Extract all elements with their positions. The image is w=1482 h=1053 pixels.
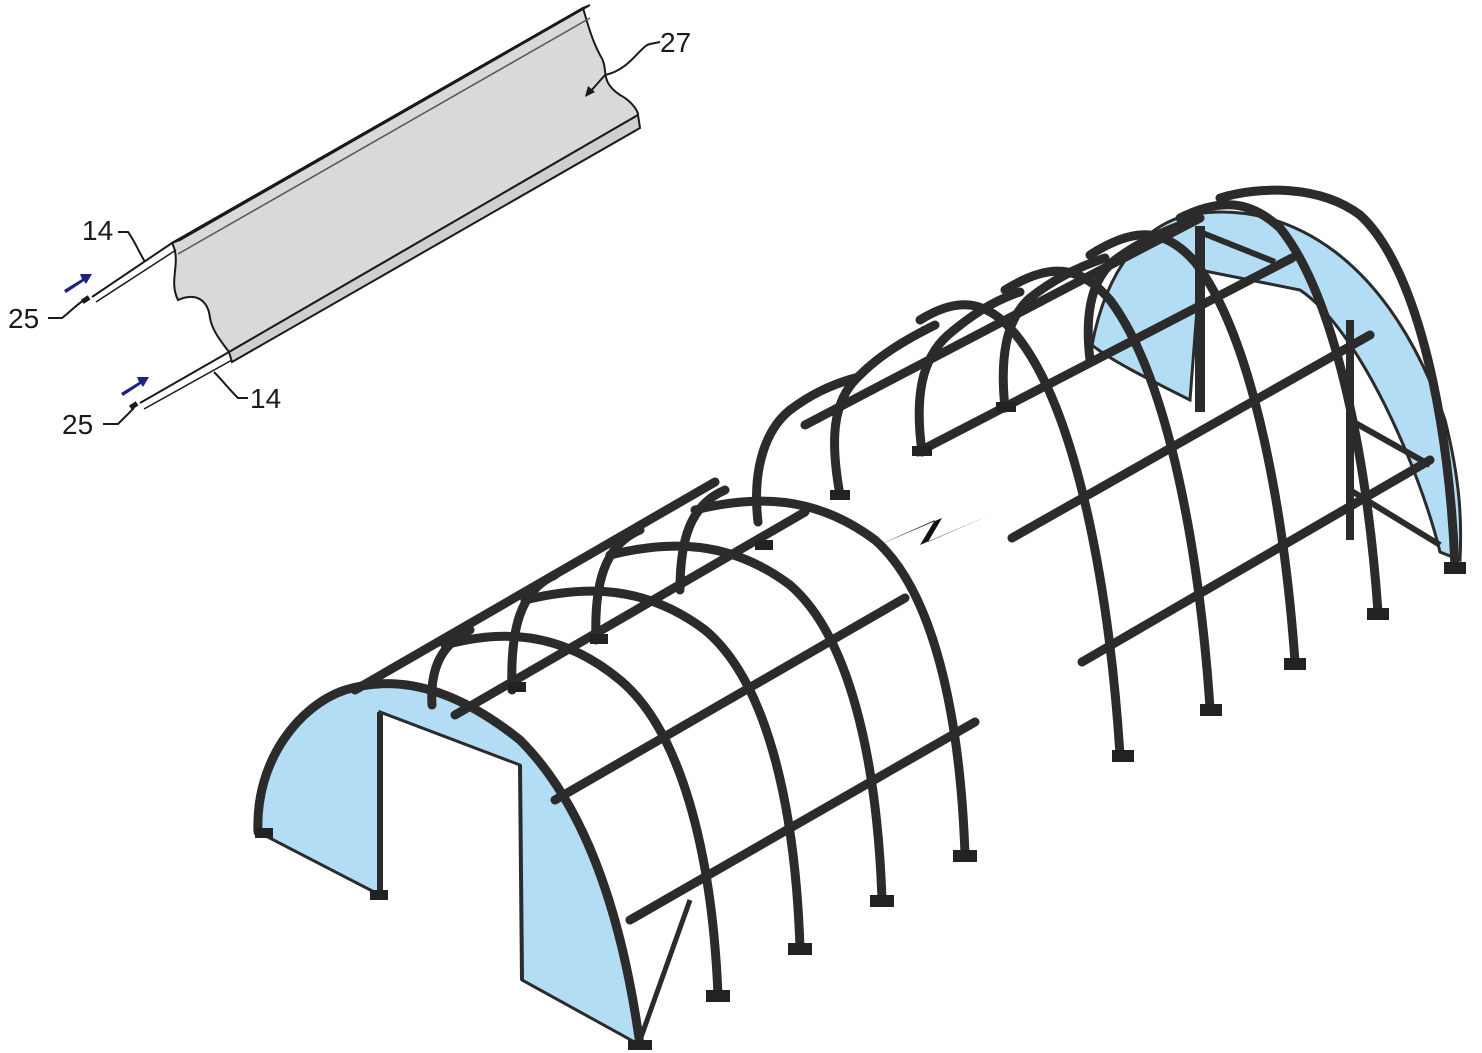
- rear-arch-3: [1085, 230, 1300, 667]
- front-diag-brace: [637, 899, 693, 1041]
- liner-top-fold: [177, 17, 591, 255]
- rear-purlin-3: [1077, 455, 1435, 667]
- front-mount-1: [508, 682, 526, 692]
- rear-foot-4: [1367, 608, 1389, 620]
- ref-label-27: 27: [660, 27, 691, 58]
- front-foot-2: [788, 943, 812, 955]
- shelter-front-section: [253, 477, 980, 1050]
- liner-panel: [170, 6, 640, 354]
- rear-foot-8: [996, 402, 1016, 412]
- rear-foot-3: [1284, 658, 1306, 670]
- front-foot-1: [706, 990, 730, 1002]
- front-door-post-right: [518, 764, 524, 981]
- port-top: [81, 295, 91, 304]
- front-foot-6: [370, 890, 388, 900]
- rear-foot-5: [1444, 562, 1466, 574]
- rear-door-top: [1198, 229, 1277, 265]
- rear-purlin-ridge: [800, 213, 1205, 430]
- leader-27-arrowhead: [585, 86, 595, 97]
- rear-foot-1: [1112, 750, 1134, 762]
- rear-foot-7: [912, 446, 932, 456]
- flow-arrow-icon-top: [64, 274, 92, 293]
- front-arch-4: [690, 496, 970, 860]
- rear-foot-2: [1200, 704, 1222, 716]
- front-purlin-1: [450, 507, 810, 720]
- front-foot-3: [870, 895, 894, 907]
- ref-label-25-bottom: 25: [62, 409, 93, 440]
- front-purlin-2: [550, 593, 910, 805]
- tube-top-inner: [95, 249, 177, 303]
- shelter-rear-section: [752, 185, 1466, 762]
- liner-bottom-edge: [227, 113, 642, 364]
- rear-purlin-2: [1007, 330, 1375, 543]
- ref-label-25-top: 25: [8, 303, 39, 334]
- ref-label-14-bottom: 14: [250, 383, 281, 414]
- front-foot-4: [953, 850, 977, 862]
- front-end-wall: [256, 682, 642, 1048]
- rear-brace-1: [1348, 417, 1432, 468]
- rear-arch-leg-0: [752, 373, 860, 527]
- leader-25-top: [48, 299, 85, 319]
- rear-door-frame: [1195, 226, 1205, 412]
- tube-bottom: [139, 351, 230, 404]
- front-arch-1: [440, 631, 723, 1000]
- rear-arch-leg-1: [830, 320, 940, 500]
- front-mount-3: [755, 540, 773, 550]
- rear-arch-4: [1175, 200, 1383, 617]
- rear-purlin-1: [913, 253, 1297, 457]
- liner-panel-detail: 27 14 14 25 25: [8, 4, 691, 440]
- front-foot-5: [628, 1040, 652, 1050]
- rear-arch-leg-2: [914, 287, 1025, 457]
- front-foot-7: [255, 828, 273, 838]
- leader-14-bottom: [213, 371, 248, 399]
- leader-27: [589, 41, 661, 93]
- zigzag-break-icon: [872, 514, 992, 548]
- front-arch-leg-4: [675, 485, 730, 595]
- rear-arch-5: [1215, 185, 1460, 573]
- flow-arrow-icon-bottom: [121, 377, 149, 396]
- port-bottom: [129, 401, 139, 410]
- tube-top: [91, 242, 173, 298]
- front-purlin-3: [625, 717, 980, 925]
- front-arch-leg-1: [427, 625, 475, 710]
- leader-14-top: [118, 231, 146, 263]
- front-purlin-ridge: [350, 477, 720, 695]
- front-mount-2: [590, 634, 608, 644]
- liner-top-edge: [171, 4, 591, 244]
- leader-25-bottom: [103, 407, 135, 425]
- rear-foot-6: [830, 490, 850, 500]
- ref-label-14-top: 14: [82, 215, 113, 246]
- rear-arch-leg-3: [998, 253, 1110, 413]
- tube-bottom-inner: [143, 359, 233, 410]
